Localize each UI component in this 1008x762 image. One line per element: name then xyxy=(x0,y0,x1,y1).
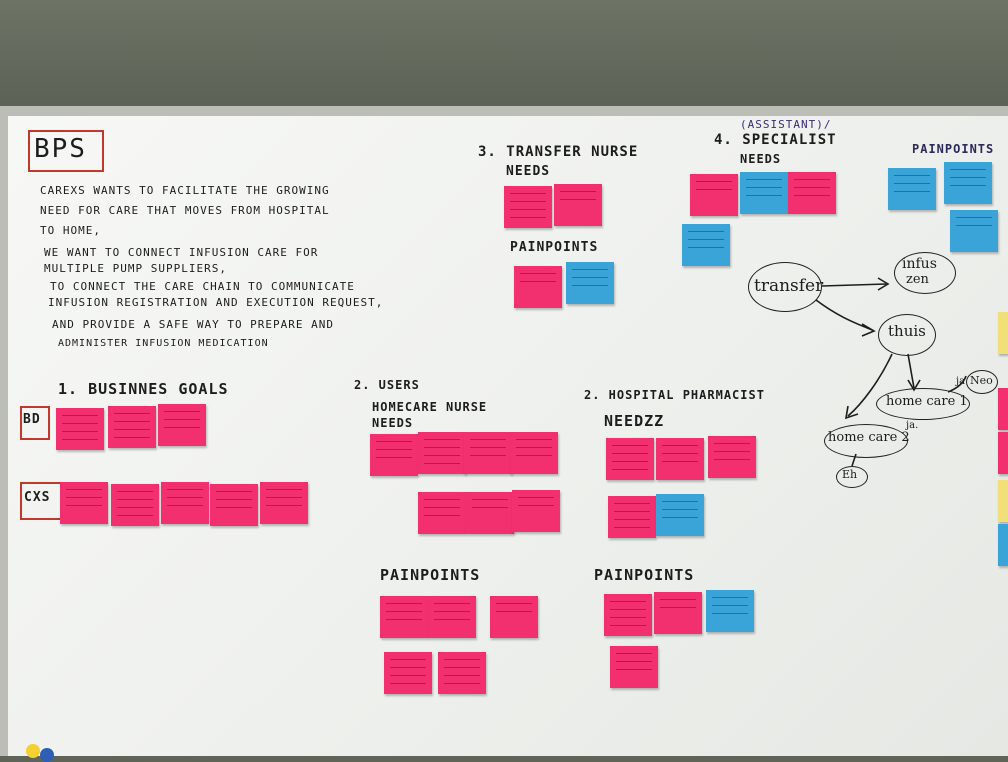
flow-label-neo: Neo xyxy=(970,374,993,387)
magnet-blue xyxy=(40,748,54,762)
flow-label-thuis: thuis xyxy=(888,322,926,340)
flow-label-ja: ja xyxy=(956,376,965,387)
flow-label-ja-2: ja. xyxy=(906,420,918,431)
flow-label-infusion-2: zen xyxy=(906,272,929,287)
flow-label-transfer: transfer xyxy=(754,276,823,296)
flow-label-infusion: infus xyxy=(902,256,937,272)
flow-label-eh: Eh xyxy=(842,468,857,481)
flow-label-homecare1: home care 1 xyxy=(886,394,968,409)
flow-label-homecare2: home care 2 xyxy=(828,430,910,445)
